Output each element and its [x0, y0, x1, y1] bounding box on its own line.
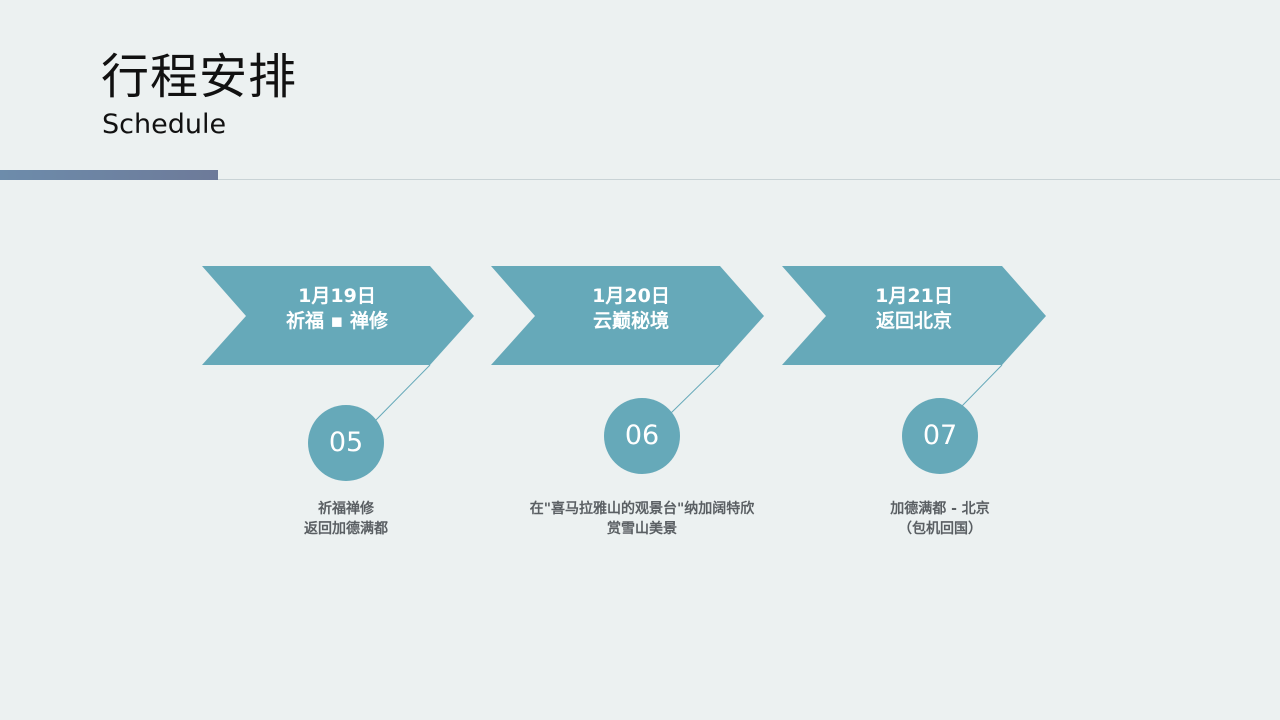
step-circle-1: [308, 405, 384, 481]
step-arrow-1: [202, 266, 474, 365]
step-arrow-2: [491, 266, 764, 365]
step-circle-3: [902, 398, 978, 474]
step-1-description: 祈福禅修 返回加德满都: [186, 499, 506, 539]
step-3-label: 1月21日 返回北京: [814, 284, 1014, 334]
step-3-desc-line-2: （包机回国）: [898, 521, 982, 537]
step-1-theme: 祈福 ▪ 禅修: [285, 310, 389, 332]
step-circle-2: [604, 398, 680, 474]
step-3-theme: 返回北京: [875, 310, 952, 332]
step-3-description: 加德满都 - 北京 （包机回国）: [780, 499, 1100, 539]
step-2-description: 在"喜马拉雅山的观景台"纳加阔特欣 赏雪山美景: [482, 499, 802, 539]
step-2-desc-line-2: 赏雪山美景: [607, 521, 677, 537]
step-1-label: 1月19日 祈福 ▪ 禅修: [237, 284, 437, 334]
step-2-label: 1月20日 云巅秘境: [531, 284, 731, 334]
connector-line-2: [669, 364, 721, 415]
step-2-date: 1月20日: [592, 285, 670, 307]
step-1-date: 1月19日: [298, 285, 376, 307]
step-3-desc-line-1: 加德满都 - 北京: [890, 501, 990, 517]
step-2-desc-line-1: 在"喜马拉雅山的观景台"纳加阔特欣: [529, 501, 755, 517]
connector-line-1: [374, 364, 431, 422]
page-subtitle: Schedule: [102, 109, 227, 140]
page-title: 行程安排: [101, 49, 298, 105]
step-1-desc-line-1: 祈福禅修: [318, 501, 374, 517]
step-1-desc-line-2: 返回加德满都: [304, 521, 388, 537]
connector-line-3: [961, 364, 1003, 407]
step-3-date: 1月21日: [875, 285, 953, 307]
accent-bar: [0, 170, 218, 180]
step-2-theme: 云巅秘境: [592, 310, 669, 332]
step-1-number: 05: [328, 427, 364, 458]
header-divider: [218, 179, 1280, 180]
step-arrow-3: [782, 266, 1046, 365]
step-2-number: 06: [624, 420, 660, 451]
step-3-number: 07: [922, 420, 958, 451]
